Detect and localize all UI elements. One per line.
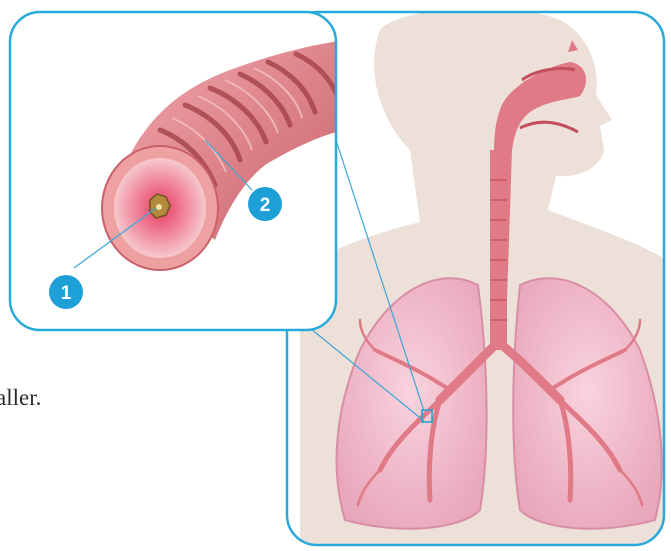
callout-badge-1: 1 [49,275,83,309]
callout-badge-2: 2 [248,187,282,221]
callout-number-2: 2 [260,195,271,216]
body-panel [287,9,671,551]
callout-number-1: 1 [61,283,72,304]
